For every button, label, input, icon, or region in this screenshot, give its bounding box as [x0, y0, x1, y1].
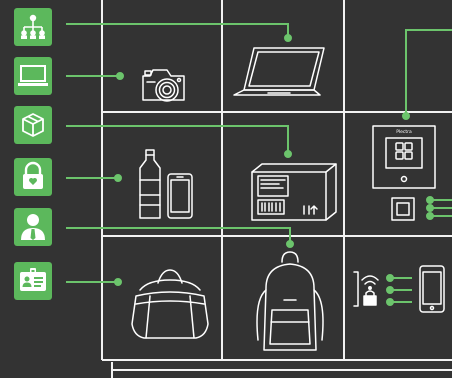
smartphone-right-icon: [420, 266, 444, 312]
connector-to-panel: [406, 30, 452, 116]
connector-dot: [115, 175, 121, 181]
connector-dot: [387, 287, 393, 293]
connector-dot: [403, 113, 409, 119]
control-panel-icon: [373, 126, 435, 188]
duffel-bag-icon: [132, 270, 208, 338]
connector-box-to-package: [66, 126, 288, 154]
connector-dot: [387, 275, 393, 281]
connector-dot: [117, 73, 123, 79]
connector-org-to-laptop: [66, 24, 288, 38]
package-illustration: [252, 164, 336, 220]
tile-org-chart: [14, 8, 52, 46]
card-reader-icon: [392, 198, 414, 220]
connector-dot: [285, 151, 291, 157]
connector-dot: [387, 299, 393, 305]
side-tiles: [14, 8, 52, 300]
water-bottle-icon: [140, 150, 160, 218]
tile-heart-lock: [14, 158, 52, 196]
laptop-illustration: [234, 48, 324, 95]
camera-icon: [143, 70, 184, 101]
tile-user-suit: [14, 208, 52, 246]
tile-laptop: [14, 57, 52, 95]
backpack-icon: [257, 252, 323, 350]
connector-dot: [427, 205, 433, 211]
smartphone-icon: [168, 174, 192, 218]
wireless-lock-icon: [354, 272, 378, 306]
tile-id-badge: [14, 262, 52, 300]
connector-dot: [115, 279, 121, 285]
connector-dot: [285, 35, 291, 41]
connector-dot: [427, 197, 433, 203]
panel-label: Plectra: [396, 129, 412, 135]
tile-package-box: [14, 106, 52, 144]
connector-dot: [287, 241, 293, 247]
connectors: [66, 24, 452, 305]
connector-dot: [427, 213, 433, 219]
